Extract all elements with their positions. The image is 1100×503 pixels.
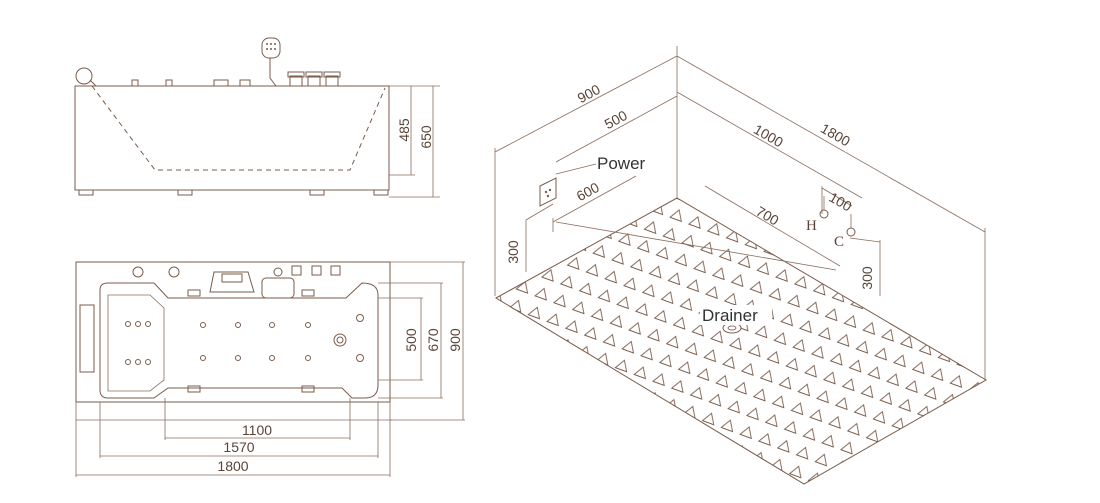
dim-total-height: 650 (418, 125, 434, 149)
cold-valve-icon (846, 214, 856, 237)
dim-mid-width: 670 (425, 328, 441, 352)
hot-valve-icon (819, 196, 829, 219)
label-drainer: Drainer (702, 306, 758, 325)
hand-shower-icon (261, 37, 281, 87)
side-view-feet (78, 189, 389, 196)
dim-900: 900 (575, 81, 603, 106)
side-view: 485 650 (74, 37, 440, 198)
rim-fittings (131, 79, 251, 87)
drainer-label-bg (700, 305, 772, 325)
side-view-basin-outline (91, 85, 386, 171)
spout-icon (75, 67, 97, 87)
top-view-outer (75, 261, 391, 403)
dim-total-length: 1800 (217, 458, 248, 474)
top-view-seat (107, 294, 165, 392)
dim-600: 600 (574, 179, 602, 204)
side-view-body (74, 85, 390, 191)
dim-300-right: 300 (859, 266, 875, 290)
iso-view: 900 500 1800 1000 600 700 300 300 100 (494, 46, 987, 485)
label-cold: C (834, 234, 844, 250)
dim-500: 500 (602, 107, 630, 132)
side-panel (79, 304, 95, 373)
label-power: Power (597, 154, 646, 173)
dim-inner-height: 485 (396, 118, 412, 142)
power-socket-icon (539, 177, 557, 207)
top-view-width-dimensions: 500 670 900 (378, 261, 465, 421)
dim-1800: 1800 (818, 120, 853, 150)
dim-1000: 1000 (751, 121, 786, 151)
top-view: 1100 1570 1800 500 670 900 (75, 261, 465, 477)
top-view-length-dimensions: 1100 1570 1800 (75, 398, 391, 477)
side-view-dimensions: 485 650 (389, 85, 440, 198)
faucet-knobs (287, 71, 341, 86)
label-hot: H (806, 218, 817, 234)
jets (125, 314, 364, 365)
dim-300-left: 300 (505, 240, 521, 264)
top-rim-fittings (132, 265, 341, 393)
top-view-basin (99, 282, 379, 399)
dim-jet-length: 1100 (242, 422, 272, 438)
drain-icon (333, 333, 347, 347)
dim-700: 700 (753, 203, 781, 229)
dim-inner-length: 1570 (223, 439, 254, 455)
dim-inner-width: 500 (403, 328, 419, 352)
dim-total-width: 900 (447, 328, 463, 352)
